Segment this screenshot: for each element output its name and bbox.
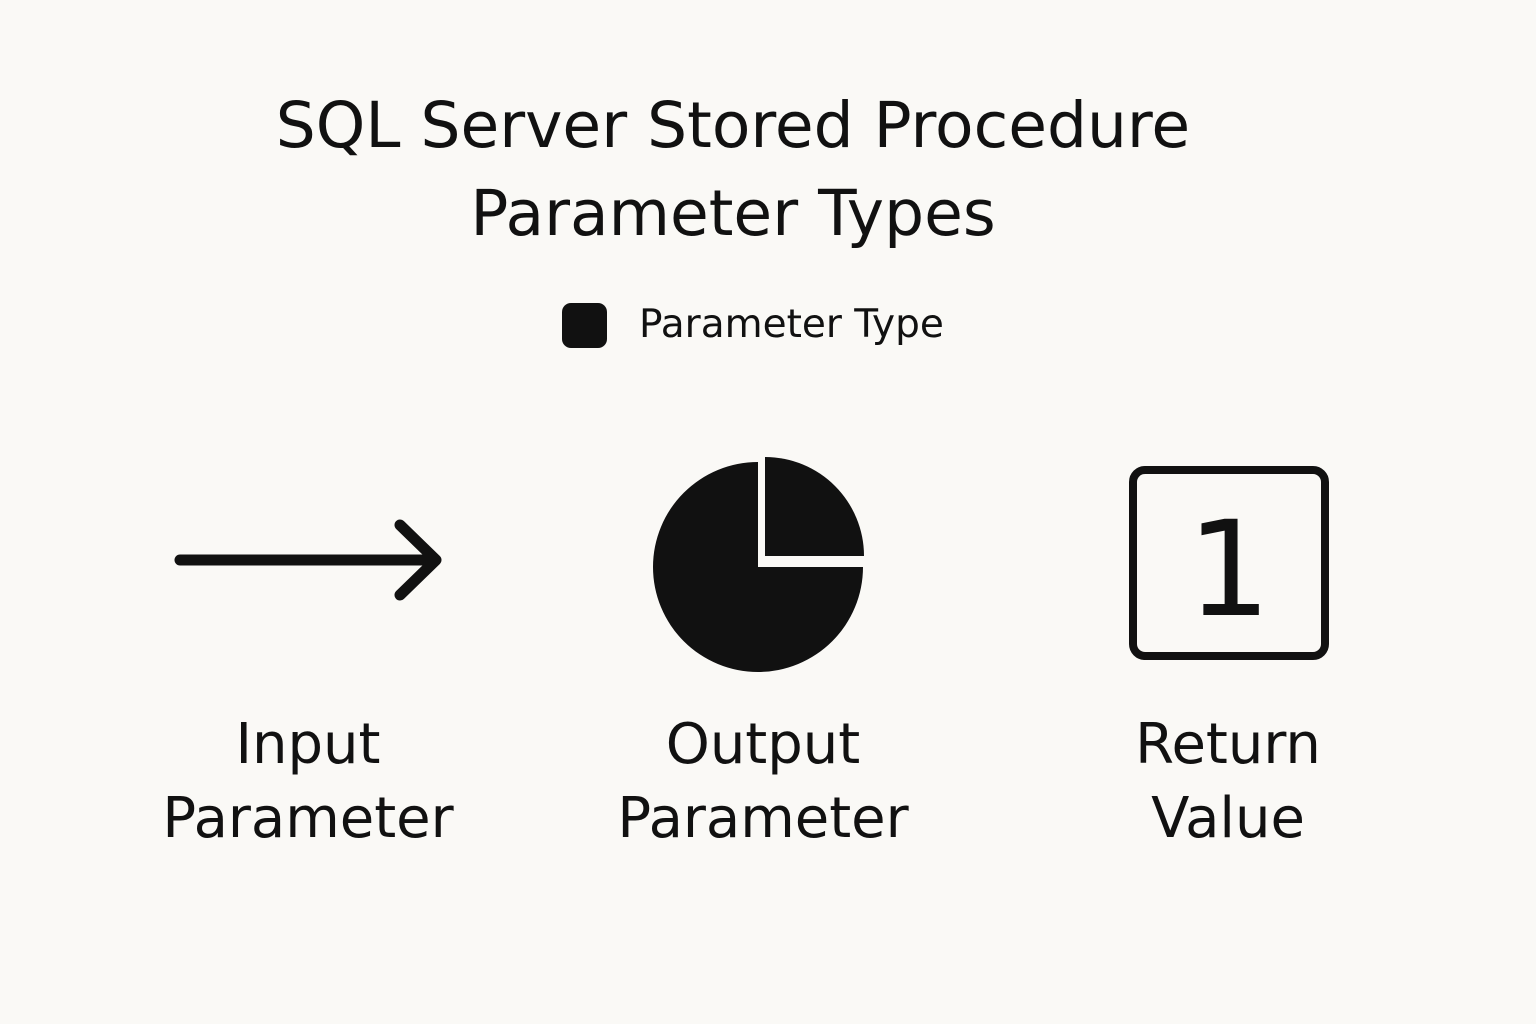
return-value-label: Return Value: [1018, 708, 1438, 856]
title-line-2: Parameter Types: [470, 177, 996, 250]
input-parameter-line-1: Input: [235, 712, 381, 777]
diagram-title: SQL Server Stored Procedure Parameter Ty…: [0, 82, 1466, 258]
output-parameter-line-1: Output: [665, 712, 861, 777]
number-box-icon: 1: [1129, 466, 1329, 660]
pie-chart-icon: [653, 457, 864, 672]
return-value-line-1: Return: [1135, 712, 1321, 777]
return-value-line-2: Value: [1151, 786, 1305, 851]
legend-label: Parameter Type: [639, 302, 944, 347]
input-parameter-label: Input Parameter: [98, 708, 518, 856]
input-parameter-line-2: Parameter: [162, 786, 454, 851]
legend: Parameter Type: [562, 300, 944, 350]
return-value-digit: 1: [1187, 493, 1271, 647]
right-arrow-icon: [174, 519, 442, 601]
legend-swatch: [562, 302, 607, 348]
output-parameter-label: Output Parameter: [553, 708, 973, 856]
title-line-1: SQL Server Stored Procedure: [275, 89, 1191, 162]
output-parameter-line-2: Parameter: [617, 786, 909, 851]
